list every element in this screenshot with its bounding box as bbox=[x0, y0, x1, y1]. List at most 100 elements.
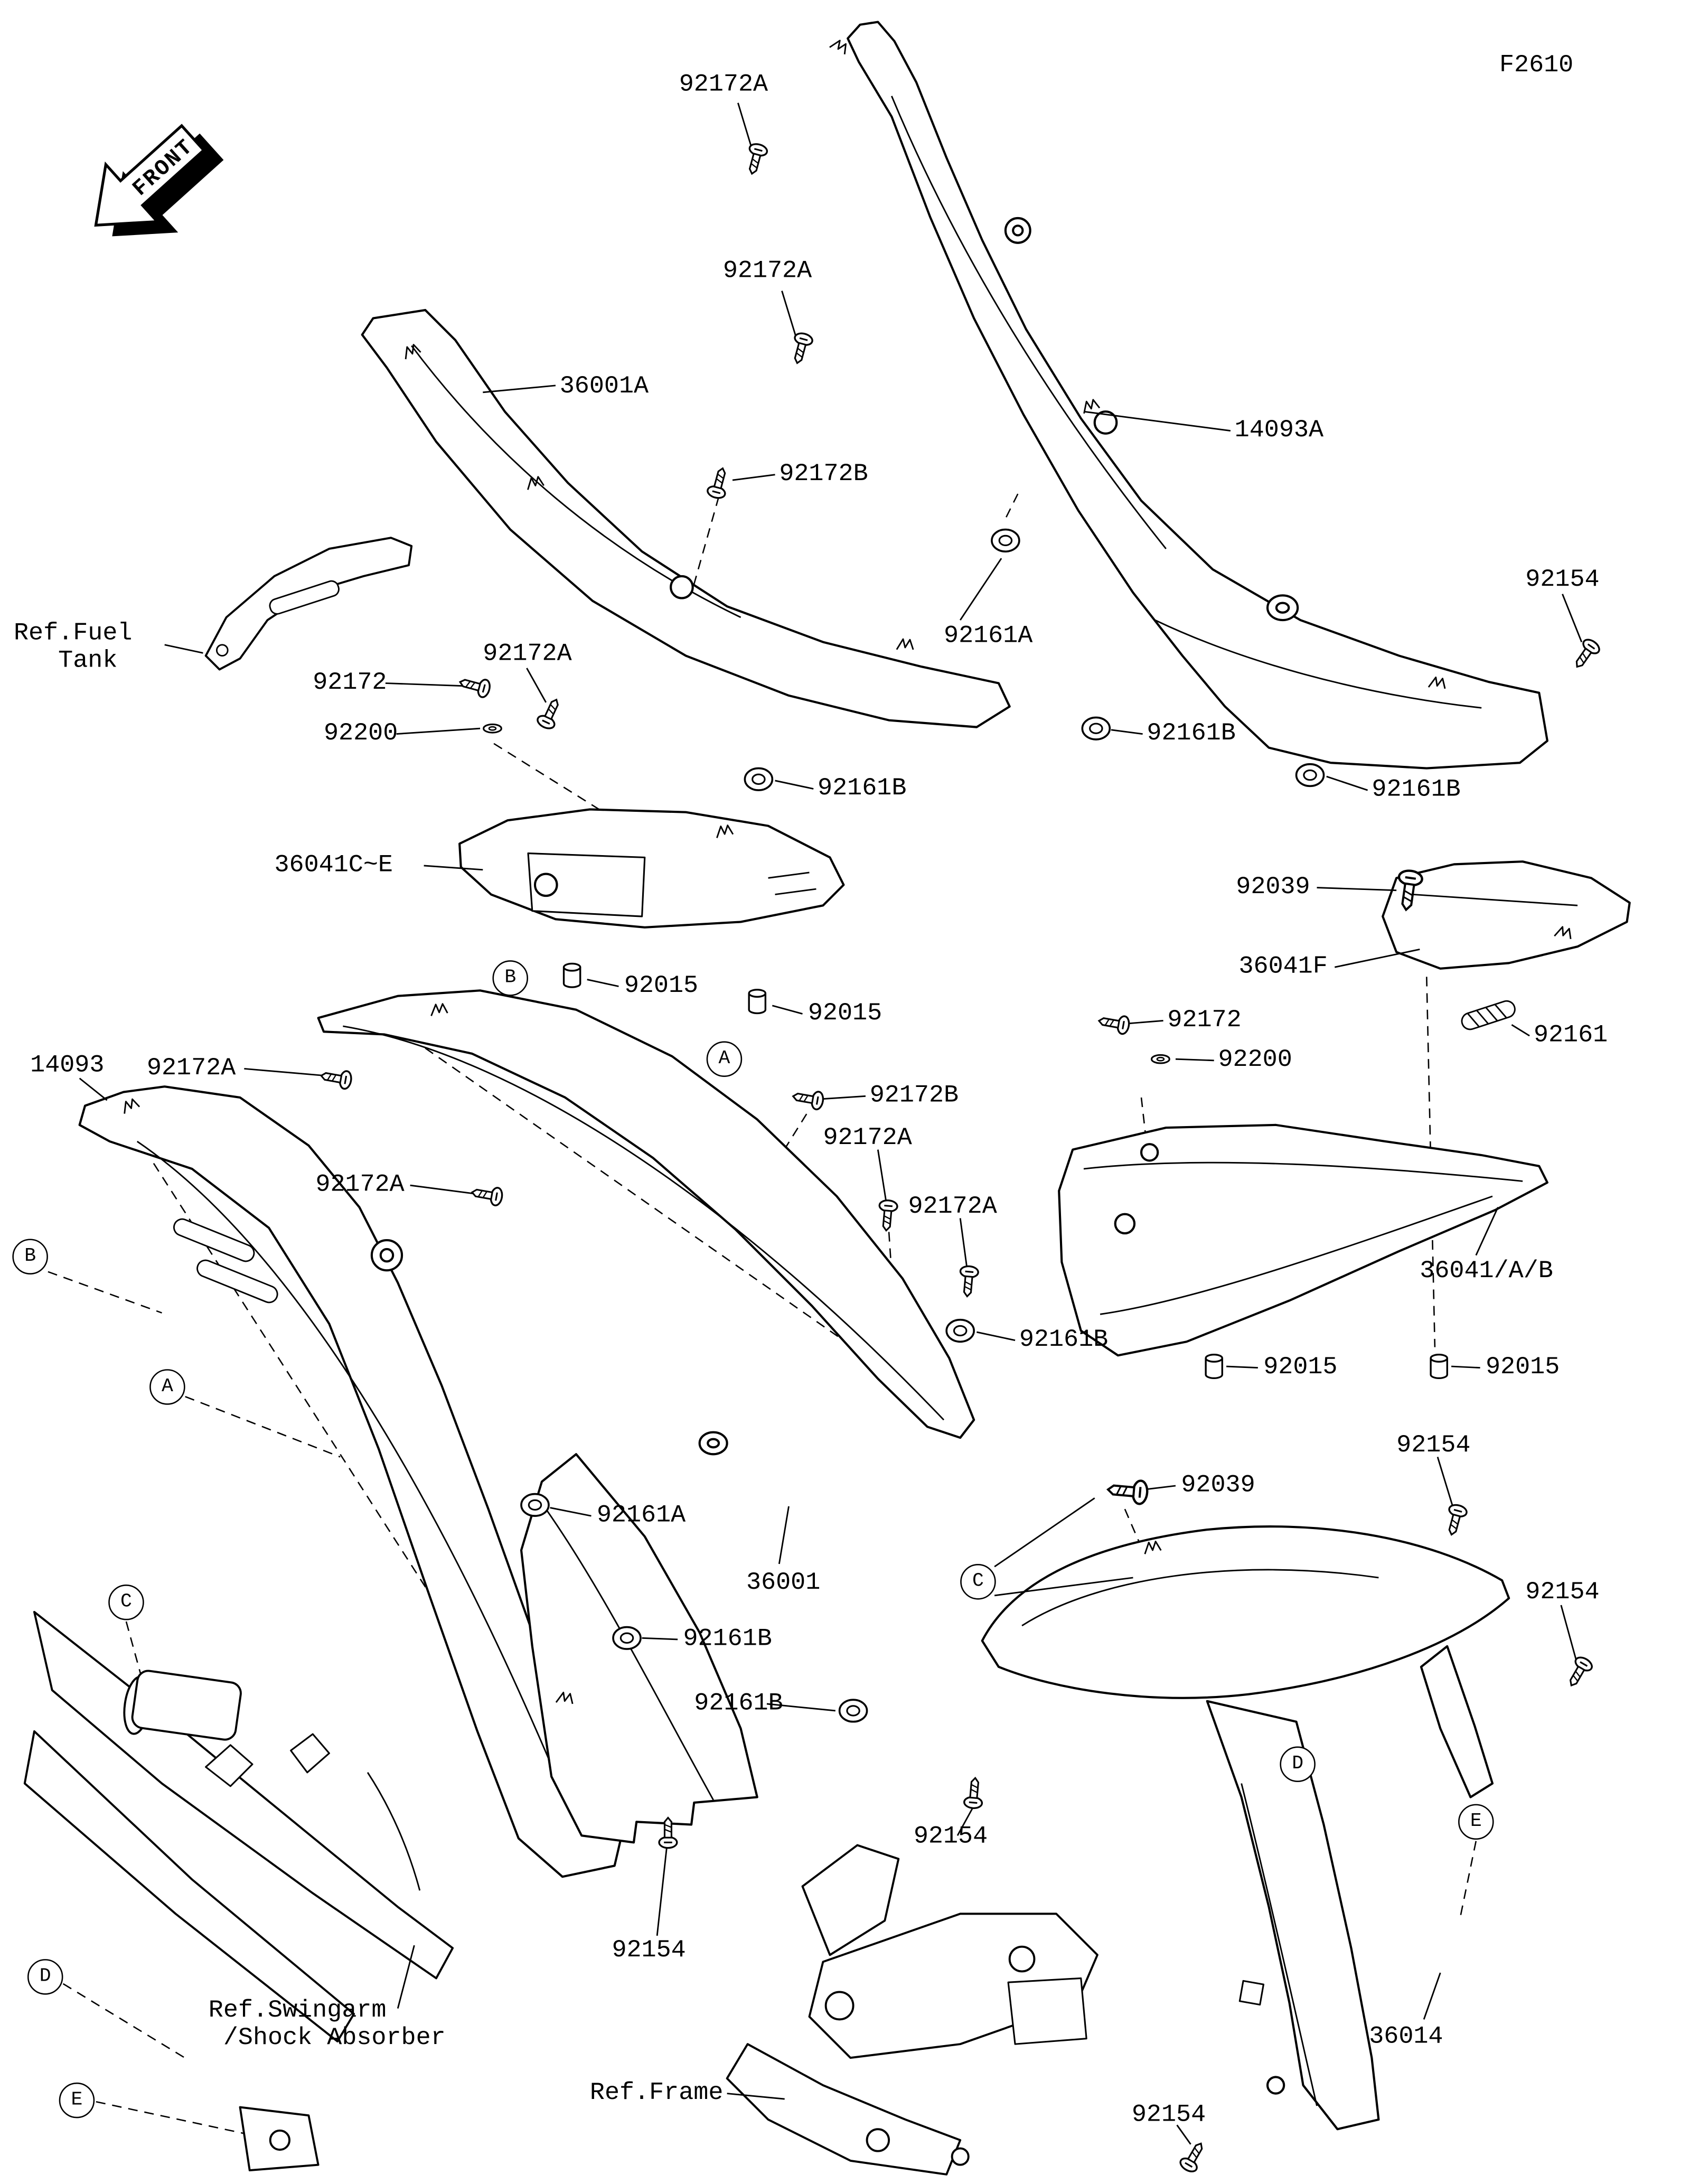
washer-icon bbox=[1150, 1054, 1170, 1064]
part-label: 92161B bbox=[1372, 776, 1461, 804]
part-cover-14093 bbox=[78, 1085, 625, 1878]
ref-label-fuel-tank: Ref.Fuel Tank bbox=[13, 620, 133, 676]
part-label: 14093 bbox=[30, 1052, 105, 1080]
part-cover-36001-blade bbox=[317, 989, 975, 1456]
part-label: 92200 bbox=[1218, 1046, 1292, 1074]
part-label: 92154 bbox=[1525, 566, 1600, 594]
screw-icon bbox=[742, 141, 769, 177]
part-label: 92039 bbox=[1236, 874, 1310, 902]
part-label: 92015 bbox=[1263, 1354, 1338, 1382]
screw-icon bbox=[1569, 636, 1603, 673]
connector-circle-b: B bbox=[492, 960, 528, 996]
part-label: 36001A bbox=[559, 373, 649, 401]
grommet-icon bbox=[991, 528, 1020, 552]
part-chain-cover-36014 bbox=[981, 1525, 1510, 2131]
part-cover-36041AB bbox=[1058, 1123, 1548, 1357]
part-label: 92172A bbox=[483, 640, 572, 668]
screw-icon bbox=[1096, 1011, 1131, 1036]
part-label: 92172A bbox=[823, 1124, 912, 1152]
screw-icon bbox=[705, 465, 733, 501]
screw-icon bbox=[1177, 2138, 1210, 2175]
grommet-icon bbox=[838, 1699, 868, 1723]
part-label: 92154 bbox=[1525, 1579, 1600, 1607]
part-label: 36014 bbox=[1369, 2023, 1443, 2051]
screw-icon bbox=[470, 1183, 504, 1207]
part-label: 92154 bbox=[1131, 2102, 1206, 2130]
part-label: 92161B bbox=[1019, 1326, 1109, 1354]
part-label: 36041/A/B bbox=[1420, 1258, 1553, 1286]
part-bracket-fuel-tank bbox=[204, 537, 413, 671]
part-label: 92172 bbox=[1167, 1007, 1242, 1035]
figure-code: F2610 bbox=[1499, 52, 1574, 80]
part-label: 92154 bbox=[612, 1937, 686, 1965]
grommet-icon bbox=[1081, 716, 1111, 741]
connector-circle-a: A bbox=[706, 1041, 743, 1077]
part-label: 92039 bbox=[1181, 1472, 1255, 1499]
connector-circle-c: C bbox=[960, 1564, 996, 1600]
part-label: 92172A bbox=[315, 1171, 405, 1199]
part-cover-36001A bbox=[361, 308, 1011, 728]
leader-lines bbox=[79, 102, 1583, 2145]
screw-icon bbox=[1107, 1478, 1148, 1504]
part-label: 36041F bbox=[1238, 953, 1328, 981]
part-label: 92161B bbox=[694, 1690, 783, 1718]
part-cover-14093A bbox=[830, 21, 1548, 770]
part-label: 92172B bbox=[779, 461, 868, 489]
part-label: 92015 bbox=[808, 1000, 882, 1028]
screw-icon bbox=[791, 1086, 825, 1111]
part-label: 92172B bbox=[869, 1082, 959, 1110]
part-label: 92172A bbox=[722, 258, 812, 286]
part-label: 92161B bbox=[818, 775, 907, 803]
collar-icon bbox=[1430, 1353, 1448, 1380]
collar-icon bbox=[562, 962, 581, 988]
part-inner-cover-36041CE bbox=[458, 808, 845, 929]
grommet-icon bbox=[1295, 763, 1325, 788]
part-label: 92015 bbox=[1485, 1354, 1560, 1382]
connector-circle-d: D bbox=[27, 1959, 63, 1995]
screw-icon bbox=[1442, 1502, 1469, 1538]
screw-icon bbox=[787, 331, 815, 367]
part-label: 92172A bbox=[908, 1193, 997, 1221]
part-label: 14093A bbox=[1234, 417, 1324, 445]
part-frame-ref bbox=[726, 1844, 1098, 2176]
ref-label-swingarm: Ref.Swingarm /Shock Absorber bbox=[208, 1997, 446, 2053]
washer-icon bbox=[483, 723, 502, 734]
part-label: 92154 bbox=[1396, 1432, 1471, 1460]
front-arrow-icon: FRONT bbox=[94, 124, 224, 237]
connector-circle-d: D bbox=[1280, 1746, 1316, 1783]
part-label: 36041C~E bbox=[274, 851, 393, 879]
part-swingarm-ref bbox=[23, 1610, 454, 2172]
part-label: 92200 bbox=[323, 720, 398, 748]
part-label: 92161B bbox=[1147, 720, 1236, 748]
part-label: 92161A bbox=[596, 1502, 686, 1530]
connector-circle-a: A bbox=[149, 1369, 185, 1405]
damper-92161 bbox=[1461, 1000, 1516, 1030]
collar-icon bbox=[748, 989, 767, 1015]
screw-icon bbox=[957, 1264, 980, 1298]
part-label: 36001 bbox=[746, 1569, 821, 1597]
part-trim-36041F bbox=[1382, 860, 1631, 970]
part-label: 92161 bbox=[1533, 1022, 1608, 1050]
grommet-icon bbox=[612, 1626, 642, 1650]
part-label: 92161A bbox=[944, 623, 1033, 651]
screw-icon bbox=[1563, 1654, 1595, 1691]
connector-circle-e: E bbox=[1458, 1804, 1494, 1840]
screw-icon bbox=[963, 1776, 985, 1810]
part-label: 92161B bbox=[683, 1625, 772, 1653]
grommet-icon bbox=[744, 767, 774, 791]
connector-circle-e: E bbox=[59, 2082, 95, 2119]
screw-icon bbox=[534, 695, 566, 732]
part-label: 92172 bbox=[313, 669, 387, 697]
screw-icon bbox=[876, 1198, 899, 1232]
part-label: 92154 bbox=[913, 1823, 988, 1851]
part-label: 92172A bbox=[679, 71, 768, 99]
collar-icon bbox=[1205, 1353, 1223, 1380]
connector-circle-b: B bbox=[12, 1239, 48, 1274]
grommet-icon bbox=[945, 1318, 975, 1343]
grommet-icon bbox=[520, 1493, 550, 1517]
part-label: 92172A bbox=[146, 1055, 236, 1083]
connector-circle-c: C bbox=[108, 1584, 144, 1620]
part-label: 92015 bbox=[624, 972, 699, 1000]
